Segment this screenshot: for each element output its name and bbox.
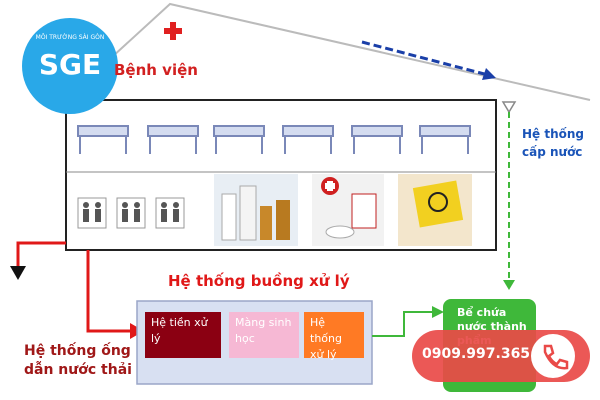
water-supply-label: Hệ thống cấp nước <box>522 127 585 159</box>
roof-outline <box>64 2 591 101</box>
wastewater-arrowhead-left <box>10 266 26 280</box>
hospital-bed-icon <box>213 125 265 154</box>
hotline-number[interactable]: 0909.997.365 <box>422 346 531 362</box>
hospital-cross-icon <box>164 22 182 40</box>
treated-water-pipe <box>372 311 434 337</box>
sge-logo <box>22 18 118 114</box>
phone-icon[interactable] <box>531 334 575 378</box>
chemical-bottles-icon <box>214 174 298 246</box>
water-tap-marker <box>501 101 517 114</box>
hospital-bed-icon <box>419 125 471 154</box>
hospital-bed-icon <box>351 125 403 154</box>
clean-water-arrow <box>361 40 493 78</box>
medicine-icon <box>312 174 384 246</box>
logo-tagline: MÔI TRƯỜNG SÀI GÒN <box>35 34 105 41</box>
restroom-icon <box>155 197 185 229</box>
hospital-bed-icon <box>77 125 129 154</box>
treatment-system-box: Hệ thống xử lý <box>304 312 364 361</box>
hospital-bed-icon <box>282 125 334 154</box>
restroom-icons <box>77 197 185 229</box>
wastewater-pipe-left <box>16 241 66 268</box>
treatment-system-title: Hệ thống buồng xử lý <box>168 272 350 290</box>
hospital-beds-row <box>77 125 471 154</box>
pre-treatment-box: Hệ tiền xử lý <box>145 312 221 358</box>
biofilm-membrane-box: Màng sinh học <box>229 312 299 358</box>
restroom-icon <box>116 197 146 229</box>
water-supply-arrowhead <box>503 280 515 290</box>
biohazard-bag-icon <box>398 174 472 246</box>
hospital-bed-icon <box>147 125 199 154</box>
wastewater-pipe-main <box>86 250 130 333</box>
hospital-label: Bệnh viện <box>114 61 198 79</box>
building-outline <box>65 99 497 251</box>
drain-pipes-label: Hệ thống ống dẫn nước thải <box>24 343 132 378</box>
logo-acronym: SGE <box>38 48 102 81</box>
clean-water-arrowhead <box>482 68 496 80</box>
restroom-icon <box>77 197 107 229</box>
treated-water-arrowhead <box>432 306 444 318</box>
